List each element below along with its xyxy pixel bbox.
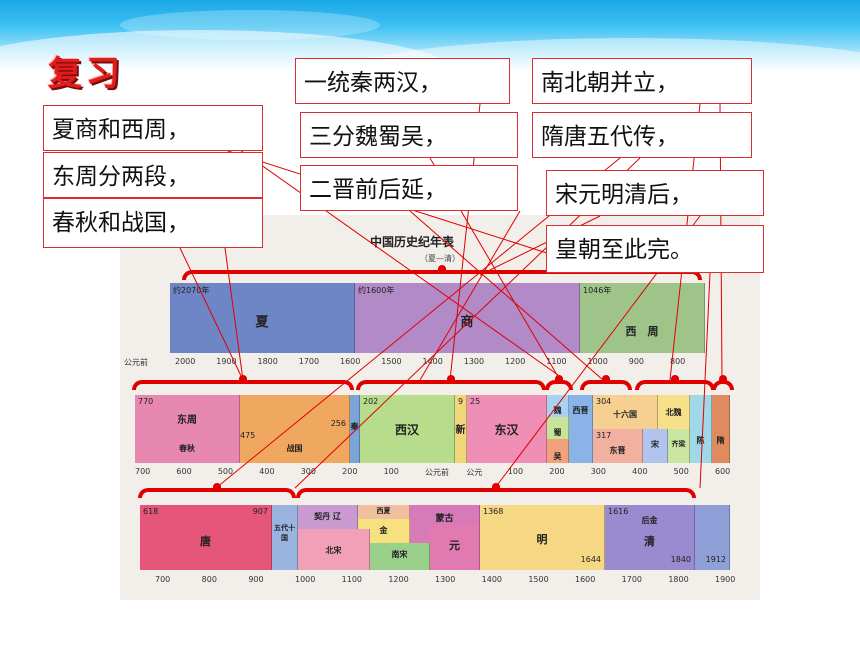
- axis-tick-label: 1500: [528, 575, 549, 584]
- dynasty-sui: 隋: [712, 395, 730, 463]
- axis-tick-label: 公元: [466, 468, 483, 477]
- verse-box: 皇朝至此完。: [546, 225, 764, 273]
- dynasty-qi-liang: 齐梁: [668, 429, 690, 463]
- axis-tick-label: 1600: [340, 357, 361, 366]
- dynasty-chen: 陈: [690, 395, 712, 463]
- dynasty-five-dynasties: 五代十国: [272, 505, 298, 570]
- verse-box: 三分魏蜀吴，: [300, 112, 518, 158]
- axis-tick-label: 600: [715, 467, 731, 476]
- axis-tick-label: 1500: [381, 357, 402, 366]
- verse-box: 二晋前后延，: [300, 165, 518, 211]
- axis-tick-label: 700: [135, 467, 151, 476]
- axis-tick-label: 1200: [388, 575, 409, 584]
- verse-box: 南北朝并立，: [532, 58, 752, 104]
- dynasty-west-zhou: 1046年西 周: [580, 283, 705, 353]
- chart-subtitle: （夏—清）: [420, 254, 460, 263]
- axis-tick-label: 1700: [621, 575, 643, 584]
- axis-tick-label: 500: [217, 467, 234, 476]
- axis-tick-label: 1200: [505, 357, 526, 366]
- axis-tick-label: 500: [673, 467, 689, 476]
- axis-tick-label: 1100: [341, 575, 363, 584]
- dynasty-yuan: 元: [430, 525, 480, 570]
- axis-tick-label: 200: [549, 467, 565, 476]
- axis-tick-label: 1000: [295, 575, 316, 584]
- era-modern: 1912: [695, 505, 730, 570]
- axis-tick-label: 100: [383, 467, 399, 476]
- timeline-chart: 中国历史纪年表 （夏—清） 约2070年夏 约1600年商 1046年西 周 公…: [120, 215, 760, 600]
- row3-axis: 700 800 900 1000 1100 1200 1300 1400 1500 1600 170…: [155, 575, 735, 589]
- axis-tick-label: 600: [176, 467, 192, 476]
- dynasty-liao: 契丹 辽: [298, 505, 358, 529]
- header-banner: [0, 0, 860, 72]
- dynasty-song-south: 宋: [643, 429, 668, 463]
- dynasty-north-wei: 北魏: [658, 395, 690, 429]
- dynasty-shu: 蜀: [547, 417, 569, 439]
- axis-tick-label: 1000: [587, 357, 608, 366]
- dynasty-xia: 约2070年夏: [170, 283, 355, 353]
- dynasty-west-jin: 西晋: [569, 395, 593, 463]
- row1-axis: 2000 1900 1800 1700 1600 1500 1400 1300 1200 1100…: [175, 357, 685, 371]
- brace-sui: [712, 375, 734, 390]
- dynasty-wu: 吴: [547, 439, 569, 463]
- axis-tick-label: 2000: [175, 357, 196, 366]
- verse-box: 东周分两段，: [43, 152, 263, 198]
- brace-xia-zhou: [182, 265, 702, 280]
- axis-tick-label: 1700: [298, 357, 320, 366]
- axis-tick-label: 1800: [668, 575, 689, 584]
- dynasty-shang: 约1600年商: [355, 283, 580, 353]
- axis-tick-label: 1600: [575, 575, 596, 584]
- axis-tick-label: 100: [507, 467, 524, 476]
- axis-tick-label: 1800: [257, 357, 278, 366]
- axis-tick-label: 1400: [422, 357, 443, 366]
- dynasty-west-xia: 西夏: [358, 505, 410, 519]
- row1-band: 约2070年夏 约1600年商 1046年西 周: [170, 283, 705, 353]
- axis-tick-label: 300: [590, 467, 606, 476]
- axis-tick-label: 1300: [463, 357, 485, 366]
- axis-tick-label: 1300: [435, 575, 456, 584]
- dynasty-north-song: 北宋: [298, 529, 370, 570]
- verse-box: 一统秦两汉，: [295, 58, 510, 104]
- axis-tick-label: 1400: [481, 575, 503, 584]
- axis-tick-label: 1100: [546, 357, 567, 366]
- verse-box: 宋元明清后，: [546, 170, 764, 216]
- axis-tick-label: 400: [259, 467, 275, 476]
- review-logo: 复习: [48, 54, 124, 94]
- verse-box: 隋唐五代传，: [532, 112, 752, 158]
- axis-tick-label: 800: [201, 575, 217, 584]
- axis-tick-label: 900: [628, 357, 645, 366]
- row2-axis: 700 600 500 400 300 200 100 公元前 公元 100 200 300 400 50…: [135, 467, 730, 481]
- axis-tick-label: 公元前: [425, 468, 449, 477]
- brace-qin-han: [356, 375, 546, 390]
- axis-tick-label: 1900: [216, 357, 237, 366]
- axis-tick-label: 400: [632, 467, 648, 476]
- verse-box: 春秋和战国，: [43, 198, 263, 248]
- brace-jin: [580, 375, 632, 390]
- axis-tick-label: 900: [248, 575, 264, 584]
- axis-tick-label: 1900: [715, 575, 736, 584]
- banner-wave: [120, 10, 380, 40]
- axis-tick-label: 700: [155, 575, 171, 584]
- axis-tick-label: 800: [670, 357, 686, 366]
- row1-axis-prefix: 公元前: [124, 358, 148, 367]
- dynasty-south-song: 南宋: [370, 543, 430, 570]
- axis-tick-label: 200: [342, 467, 358, 476]
- verse-box: 夏商和西周，: [43, 105, 263, 151]
- chart-title: 中国历史纪年表: [370, 235, 455, 249]
- axis-tick-label: 300: [300, 467, 316, 476]
- dynasty-qin: 秦: [350, 395, 360, 463]
